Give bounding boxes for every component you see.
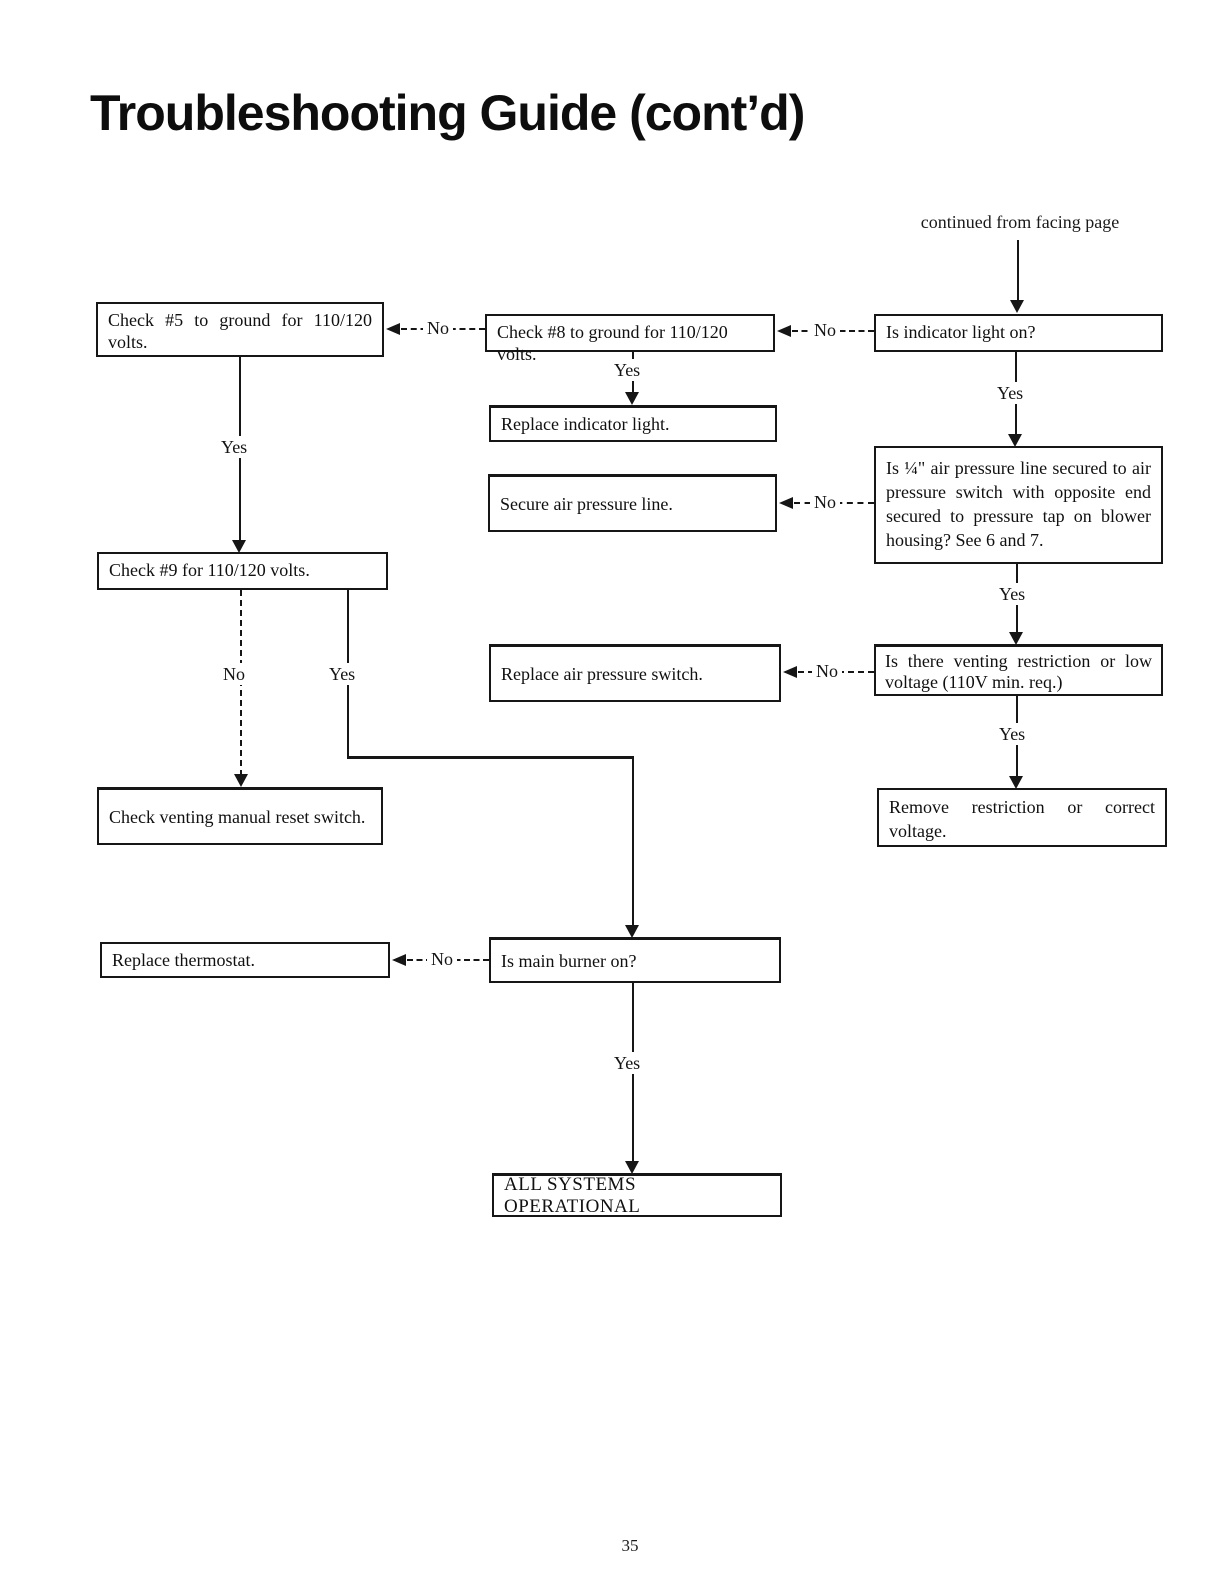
connector-check9-yes-arrow [625, 925, 639, 938]
edge-label-no: No [812, 660, 842, 682]
node-check9: Check #9 for 110/120 volts. [97, 552, 388, 590]
connector-check9-no-arrow [234, 774, 248, 787]
edge-label-yes: Yes [610, 1052, 645, 1074]
edge-label-no: No [810, 319, 840, 341]
node-check8: Check #8 to ground for 110/120 volts. [485, 314, 775, 364]
node-air-pressure-line-question: Is ¼" air pressure line secured to air p… [874, 446, 1163, 564]
connector-check5-yes-arrow [232, 540, 246, 553]
connector-check8-no-arrow [386, 323, 400, 335]
node-secure-air-pressure-line: Secure air pressure line. [488, 474, 777, 532]
node-venting-restriction-question: Is there venting restriction or low volt… [874, 644, 1163, 696]
connector-indicator-no-arrow [777, 325, 791, 337]
page-number: 35 [621, 1536, 639, 1555]
node-remove-restriction: Remove restriction or correct voltage. [877, 788, 1167, 847]
edge-label-no: No [810, 491, 840, 513]
connector-continued-to-indicator-arrow [1010, 300, 1024, 313]
node-main-burner-question: Is main burner on? [489, 937, 781, 983]
node-all-systems-operational: ALL SYSTEMS OPERATIONAL [492, 1173, 782, 1217]
edge-label-yes: Yes [217, 436, 252, 458]
node-replace-indicator-light: Replace indicator light. [489, 405, 777, 442]
connector-airline-no-arrow [779, 497, 793, 509]
node-replace-thermostat: Replace thermostat. [100, 942, 390, 978]
edge-label-yes: Yes [993, 382, 1028, 404]
edge-label-no: No [427, 948, 457, 970]
edge-label-yes: Yes [610, 359, 645, 381]
connector-venting-no-arrow [783, 666, 797, 678]
page-title: Troubleshooting Guide (cont’d) [90, 85, 805, 141]
node-indicator-light-question: Is indicator light on? [874, 314, 1163, 352]
connector-venting-yes-arrow [1009, 776, 1023, 789]
connector-indicator-yes-arrow [1008, 434, 1022, 447]
continued-from-note: continued from facing page [920, 212, 1120, 232]
edge-label-yes: Yes [325, 663, 360, 685]
connector-mainburner-yes-arrow [625, 1161, 639, 1174]
node-replace-air-pressure-switch: Replace air pressure switch. [489, 644, 781, 702]
edge-label-no: No [423, 317, 453, 339]
node-check-venting-reset-switch: Check venting manual reset switch. [97, 787, 383, 845]
connector-airline-yes-arrow [1009, 632, 1023, 645]
connector-check9-yes-line-across [347, 756, 634, 759]
edge-label-yes: Yes [995, 723, 1030, 745]
connector-continued-to-indicator-line [1017, 240, 1019, 302]
edge-label-yes: Yes [995, 583, 1030, 605]
connector-check9-yes-line-down2 [632, 756, 634, 928]
edge-label-no: No [219, 663, 249, 685]
node-check5: Check #5 to ground for 110/120 volts. [96, 302, 384, 357]
connector-check8-yes-arrow [625, 392, 639, 405]
connector-mainburner-no-arrow [392, 954, 406, 966]
